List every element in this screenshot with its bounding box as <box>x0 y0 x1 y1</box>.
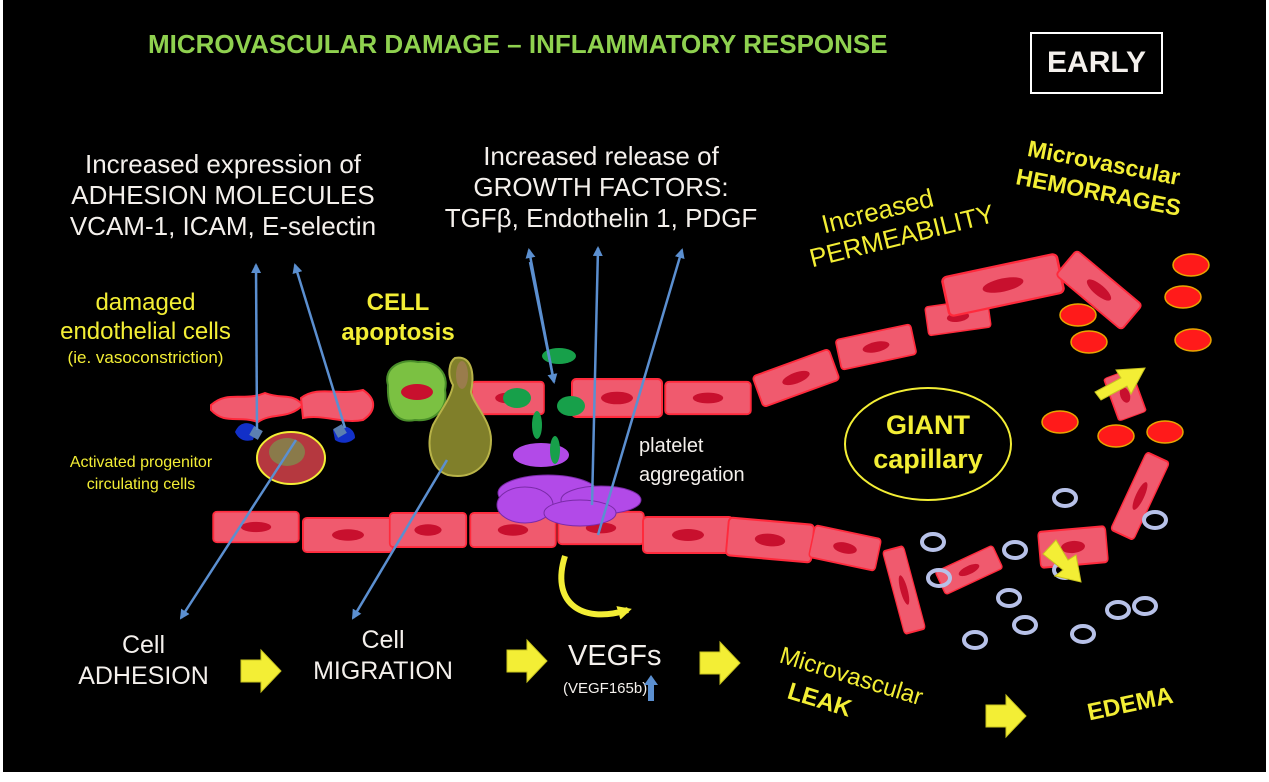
flow-adhesion-line-2: ADHESION <box>78 662 209 690</box>
flow-cell-migration: Cell MIGRATION <box>293 625 473 687</box>
vegf-curved-arrow <box>558 555 632 620</box>
giant-line-1: GIANT <box>886 410 970 440</box>
damaged-line-3: (ie. vasoconstriction) <box>67 348 224 367</box>
arrow-up-icon <box>644 675 658 701</box>
platelet-text: platelet aggregation <box>639 432 745 490</box>
flow-vegfs: VEGFs <box>568 640 662 672</box>
stage-badge-label: EARLY <box>1047 46 1146 79</box>
flow-cell-adhesion: Cell ADHESION <box>61 630 226 692</box>
progenitor-cell <box>235 423 355 485</box>
flow-block-arrows <box>240 367 1146 739</box>
apoptosis-line-1: CELL <box>366 289 430 316</box>
stage-badge: EARLY <box>1030 32 1163 94</box>
flow-migration-line-2: MIGRATION <box>313 657 453 685</box>
flow-migration-line-1: Cell <box>361 626 405 654</box>
damaged-line-2: endothelial cells <box>60 318 231 345</box>
growth-line-2: GROWTH FACTORS: <box>473 172 729 202</box>
page-title: MICROVASCULAR DAMAGE – INFLAMMATORY RESP… <box>148 29 888 59</box>
blue-arrows <box>179 246 685 620</box>
adhesion-molecules-text: Increased expression of ADHESION MOLECUL… <box>33 149 413 242</box>
adhesion-line-1: Increased expression of <box>84 149 362 179</box>
platelet-line-2: aggregation <box>639 464 745 486</box>
progenitor-text: Activated progenitor circulating cells <box>31 452 251 496</box>
migrating-cell <box>428 356 493 477</box>
giant-line-2: capillary <box>873 444 983 474</box>
platelet-aggregate <box>496 443 642 527</box>
adhesion-line-3: VCAM-1, ICAM, E-selectin <box>69 211 377 241</box>
apoptosis-text: CELL apoptosis <box>333 288 463 348</box>
growth-line-1: Increased release of <box>483 141 719 171</box>
giant-capillary-outline <box>844 387 1012 501</box>
diagram-artwork <box>179 246 1212 739</box>
slide-panel: MICROVASCULAR DAMAGE – INFLAMMATORY RESP… <box>3 0 1266 772</box>
growth-line-3: TGFβ, Endothelin 1, PDGF <box>444 203 758 233</box>
adhesion-line-2: ADHESION MOLECULES <box>71 180 375 210</box>
growth-factors-text: Increased release of GROWTH FACTORS: TGF… <box>411 141 791 234</box>
flow-adhesion-line-1: Cell <box>121 631 166 659</box>
damaged-endothelial-text: damaged endothelial cells (ie. vasoconst… <box>28 288 263 370</box>
progenitor-line-1: Activated progenitor <box>69 454 213 471</box>
progenitor-line-2: circulating cells <box>86 476 196 493</box>
apoptosis-line-2: apoptosis <box>341 319 455 346</box>
platelet-line-1: platelet <box>639 435 704 457</box>
flow-vegf-subtype: (VEGF165b) <box>563 680 648 697</box>
giant-capillary-text: GIANT capillary <box>863 408 993 476</box>
damaged-line-1: damaged <box>95 289 196 316</box>
apoptotic-cell <box>386 360 447 422</box>
